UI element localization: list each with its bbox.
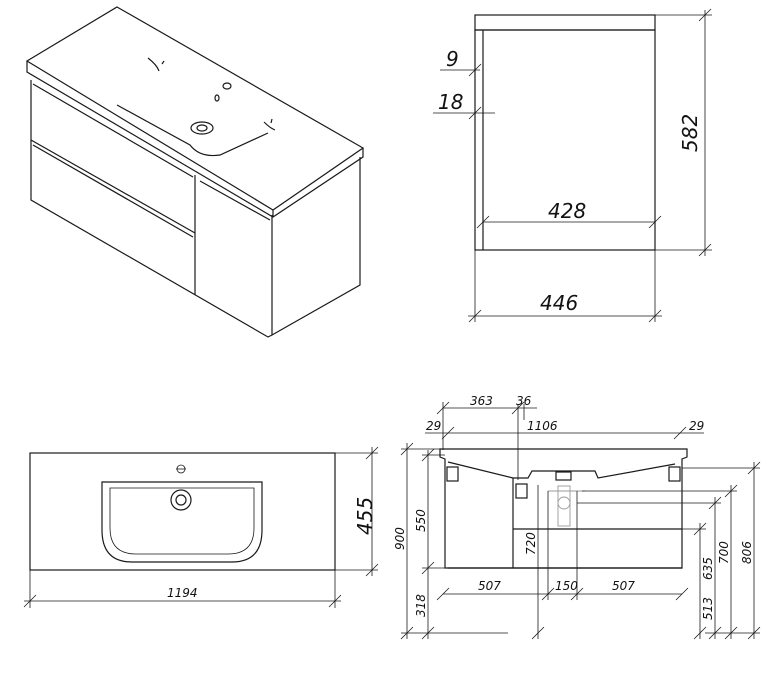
dim-1194-label: 1194	[167, 586, 198, 600]
front-view: 363 36 1106 29 29 900 550 318 720 507 15…	[393, 394, 761, 640]
side-view: 9 18 428 446 582	[433, 8, 712, 323]
siphon-icon	[548, 485, 585, 527]
dim-446-label: 446	[540, 291, 578, 315]
dim-428-label: 428	[548, 199, 586, 223]
dim-455-label: 455	[353, 497, 377, 535]
dim-1106-label: 1106	[527, 419, 558, 433]
plan-view: 455 1194	[23, 446, 379, 608]
dim-720-label: 720	[524, 532, 538, 555]
dim-900-label: 900	[393, 527, 407, 550]
dim-9-label: 9	[446, 47, 459, 71]
dim-507-right-label: 507	[612, 579, 635, 593]
dim-806-label: 806	[740, 541, 754, 564]
dim-700-label: 700	[717, 541, 731, 564]
isometric-view	[25, 6, 365, 338]
dim-150-label: 150	[555, 579, 578, 593]
dim-513-label: 513	[701, 597, 715, 620]
dim-550-label: 550	[414, 509, 428, 532]
dim-36-label: 36	[516, 394, 532, 408]
dim-363-label: 363	[470, 394, 493, 408]
dim-29-right-label: 29	[689, 419, 704, 433]
dim-318-label: 318	[414, 594, 428, 617]
dim-635-label: 635	[701, 557, 715, 580]
dim-29-left-label: 29	[426, 419, 441, 433]
dim-18-label: 18	[438, 90, 463, 114]
dim-507-left-label: 507	[478, 579, 501, 593]
dim-582-label: 582	[678, 114, 702, 152]
